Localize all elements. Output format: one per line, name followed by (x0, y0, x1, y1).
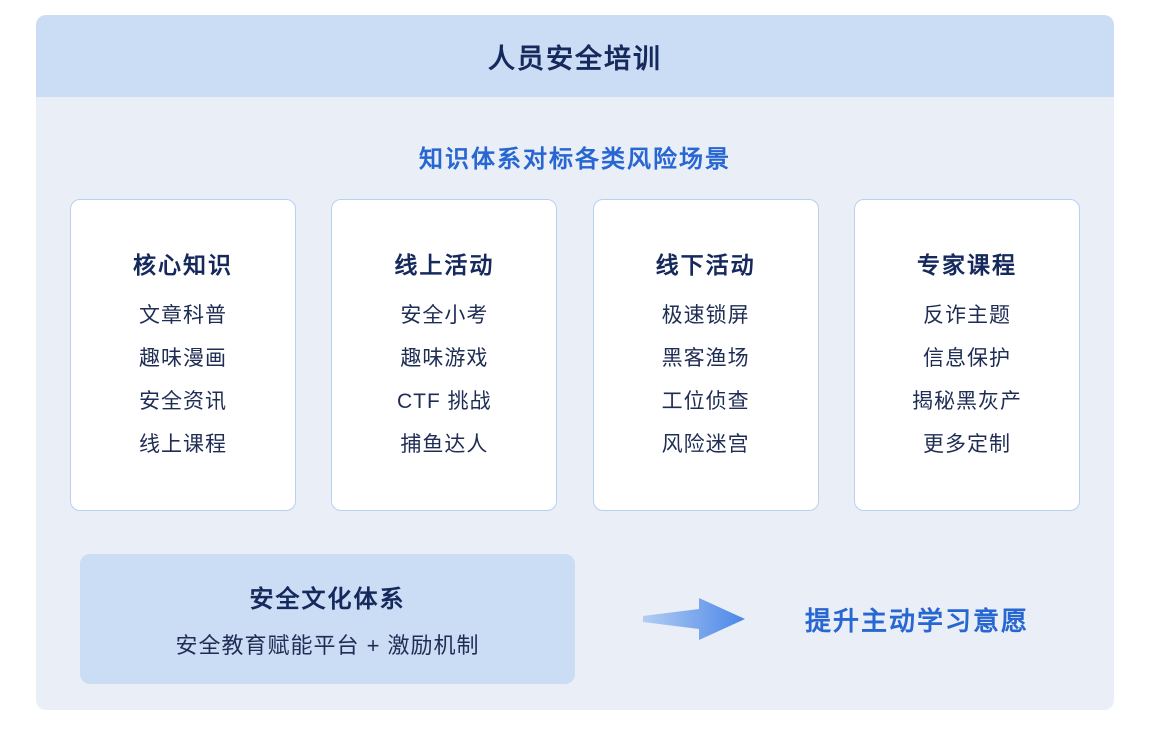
card-title: 核心知识 (133, 252, 233, 278)
culture-box-title: 安全文化体系 (249, 585, 406, 613)
card-item: 反诈主题 (922, 304, 1011, 327)
card-item: 信息保护 (922, 347, 1011, 370)
training-diagram: 人员安全培训 知识体系对标各类风险场景 核心知识 文章科普 趣味漫画 安全资讯 … (36, 15, 1114, 710)
card-item: 极速锁屏 (661, 304, 750, 327)
card-expert-courses: 专家课程 反诈主题 信息保护 揭秘黑灰产 更多定制 (853, 199, 1080, 511)
card-item: 安全小考 (400, 304, 489, 327)
card-title: 线下活动 (655, 252, 756, 278)
card-item: 工位侦查 (661, 390, 750, 413)
card-item: 安全资讯 (139, 390, 227, 413)
card-item: 黑客渔场 (661, 347, 750, 370)
card-item: 趣味游戏 (400, 347, 489, 370)
culture-box-subtitle: 安全教育赋能平台 + 激励机制 (175, 632, 480, 658)
cards-row: 核心知识 文章科普 趣味漫画 安全资讯 线上课程 线上活动 安全小考 趣味游戏 … (70, 199, 1080, 511)
card-offline-activities: 线下活动 极速锁屏 黑客渔场 工位侦查 风险迷宫 (592, 199, 819, 511)
header-bar: 人员安全培训 (36, 15, 1114, 97)
card-item: 捕鱼达人 (400, 433, 489, 456)
culture-box: 安全文化体系 安全教育赋能平台 + 激励机制 (80, 554, 575, 684)
section-title: 知识体系对标各类风险场景 (419, 146, 731, 173)
footer-row: 安全文化体系 安全教育赋能平台 + 激励机制 提升主动学习意愿 (70, 554, 1080, 684)
right-arrow-icon (643, 595, 745, 643)
card-online-activities: 线上活动 安全小考 趣味游戏 CTF 挑战 捕鱼达人 (331, 199, 558, 511)
card-item: 风险迷宫 (661, 433, 750, 456)
card-title: 线上活动 (394, 252, 495, 278)
card-title: 专家课程 (916, 252, 1017, 278)
result-text: 提升主动学习意愿 (805, 605, 1030, 636)
card-core-knowledge: 核心知识 文章科普 趣味漫画 安全资讯 线上课程 (70, 199, 296, 511)
page-title: 人员安全培训 (488, 43, 662, 74)
card-item: 趣味漫画 (139, 347, 227, 370)
card-item: CTF 挑战 (397, 390, 492, 413)
card-item: 文章科普 (139, 304, 227, 327)
card-item: 更多定制 (922, 433, 1011, 456)
card-item: 线上课程 (139, 433, 227, 456)
card-item: 揭秘黑灰产 (911, 390, 1022, 413)
main-panel: 知识体系对标各类风险场景 核心知识 文章科普 趣味漫画 安全资讯 线上课程 线上… (36, 97, 1114, 710)
